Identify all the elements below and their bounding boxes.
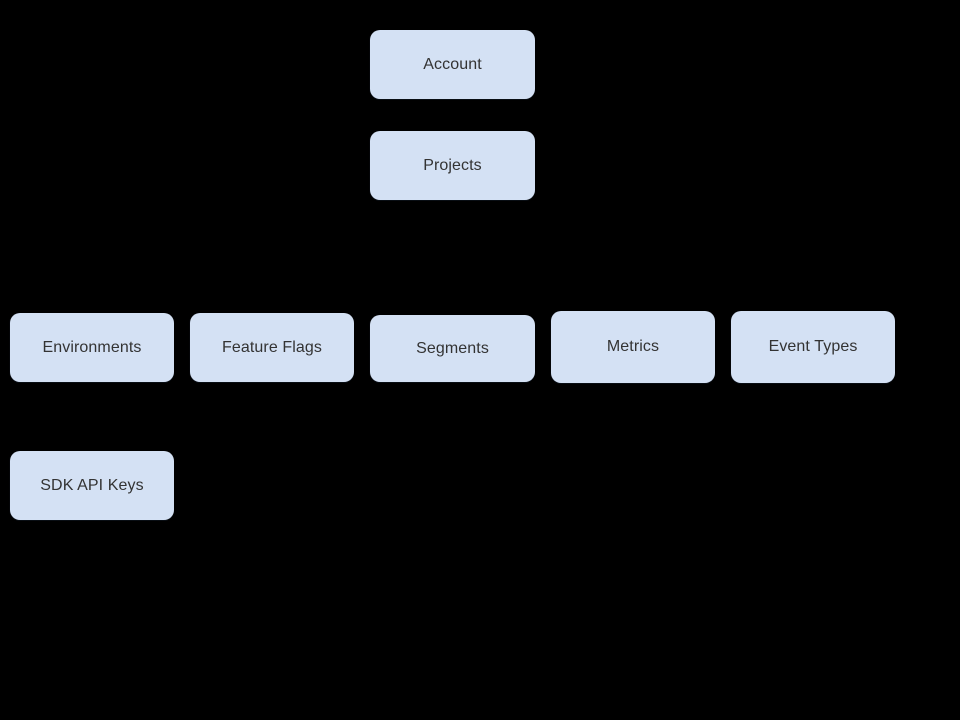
node-projects[interactable]: Projects [370, 131, 535, 200]
node-label-feature-flags: Feature Flags [221, 338, 322, 356]
node-label-sdk-api-keys: SDK API Keys [40, 476, 144, 494]
node-label-account: Account [423, 55, 482, 73]
node-account[interactable]: Account [370, 30, 535, 99]
node-metrics[interactable]: Metrics [551, 311, 715, 383]
node-sdk-api-keys[interactable]: SDK API Keys [10, 451, 174, 520]
node-label-environments: Environments [42, 338, 142, 356]
node-label-event-types: Event Types [768, 338, 858, 356]
node-segments[interactable]: Segments [370, 315, 535, 382]
node-feature-flags[interactable]: Feature Flags [190, 313, 354, 382]
node-label-metrics: Metrics [606, 338, 660, 356]
node-label-projects: Projects [423, 156, 482, 174]
node-event-types[interactable]: Event Types [731, 311, 895, 383]
node-environments[interactable]: Environments [10, 313, 174, 382]
node-label-segments: Segments [416, 339, 489, 357]
